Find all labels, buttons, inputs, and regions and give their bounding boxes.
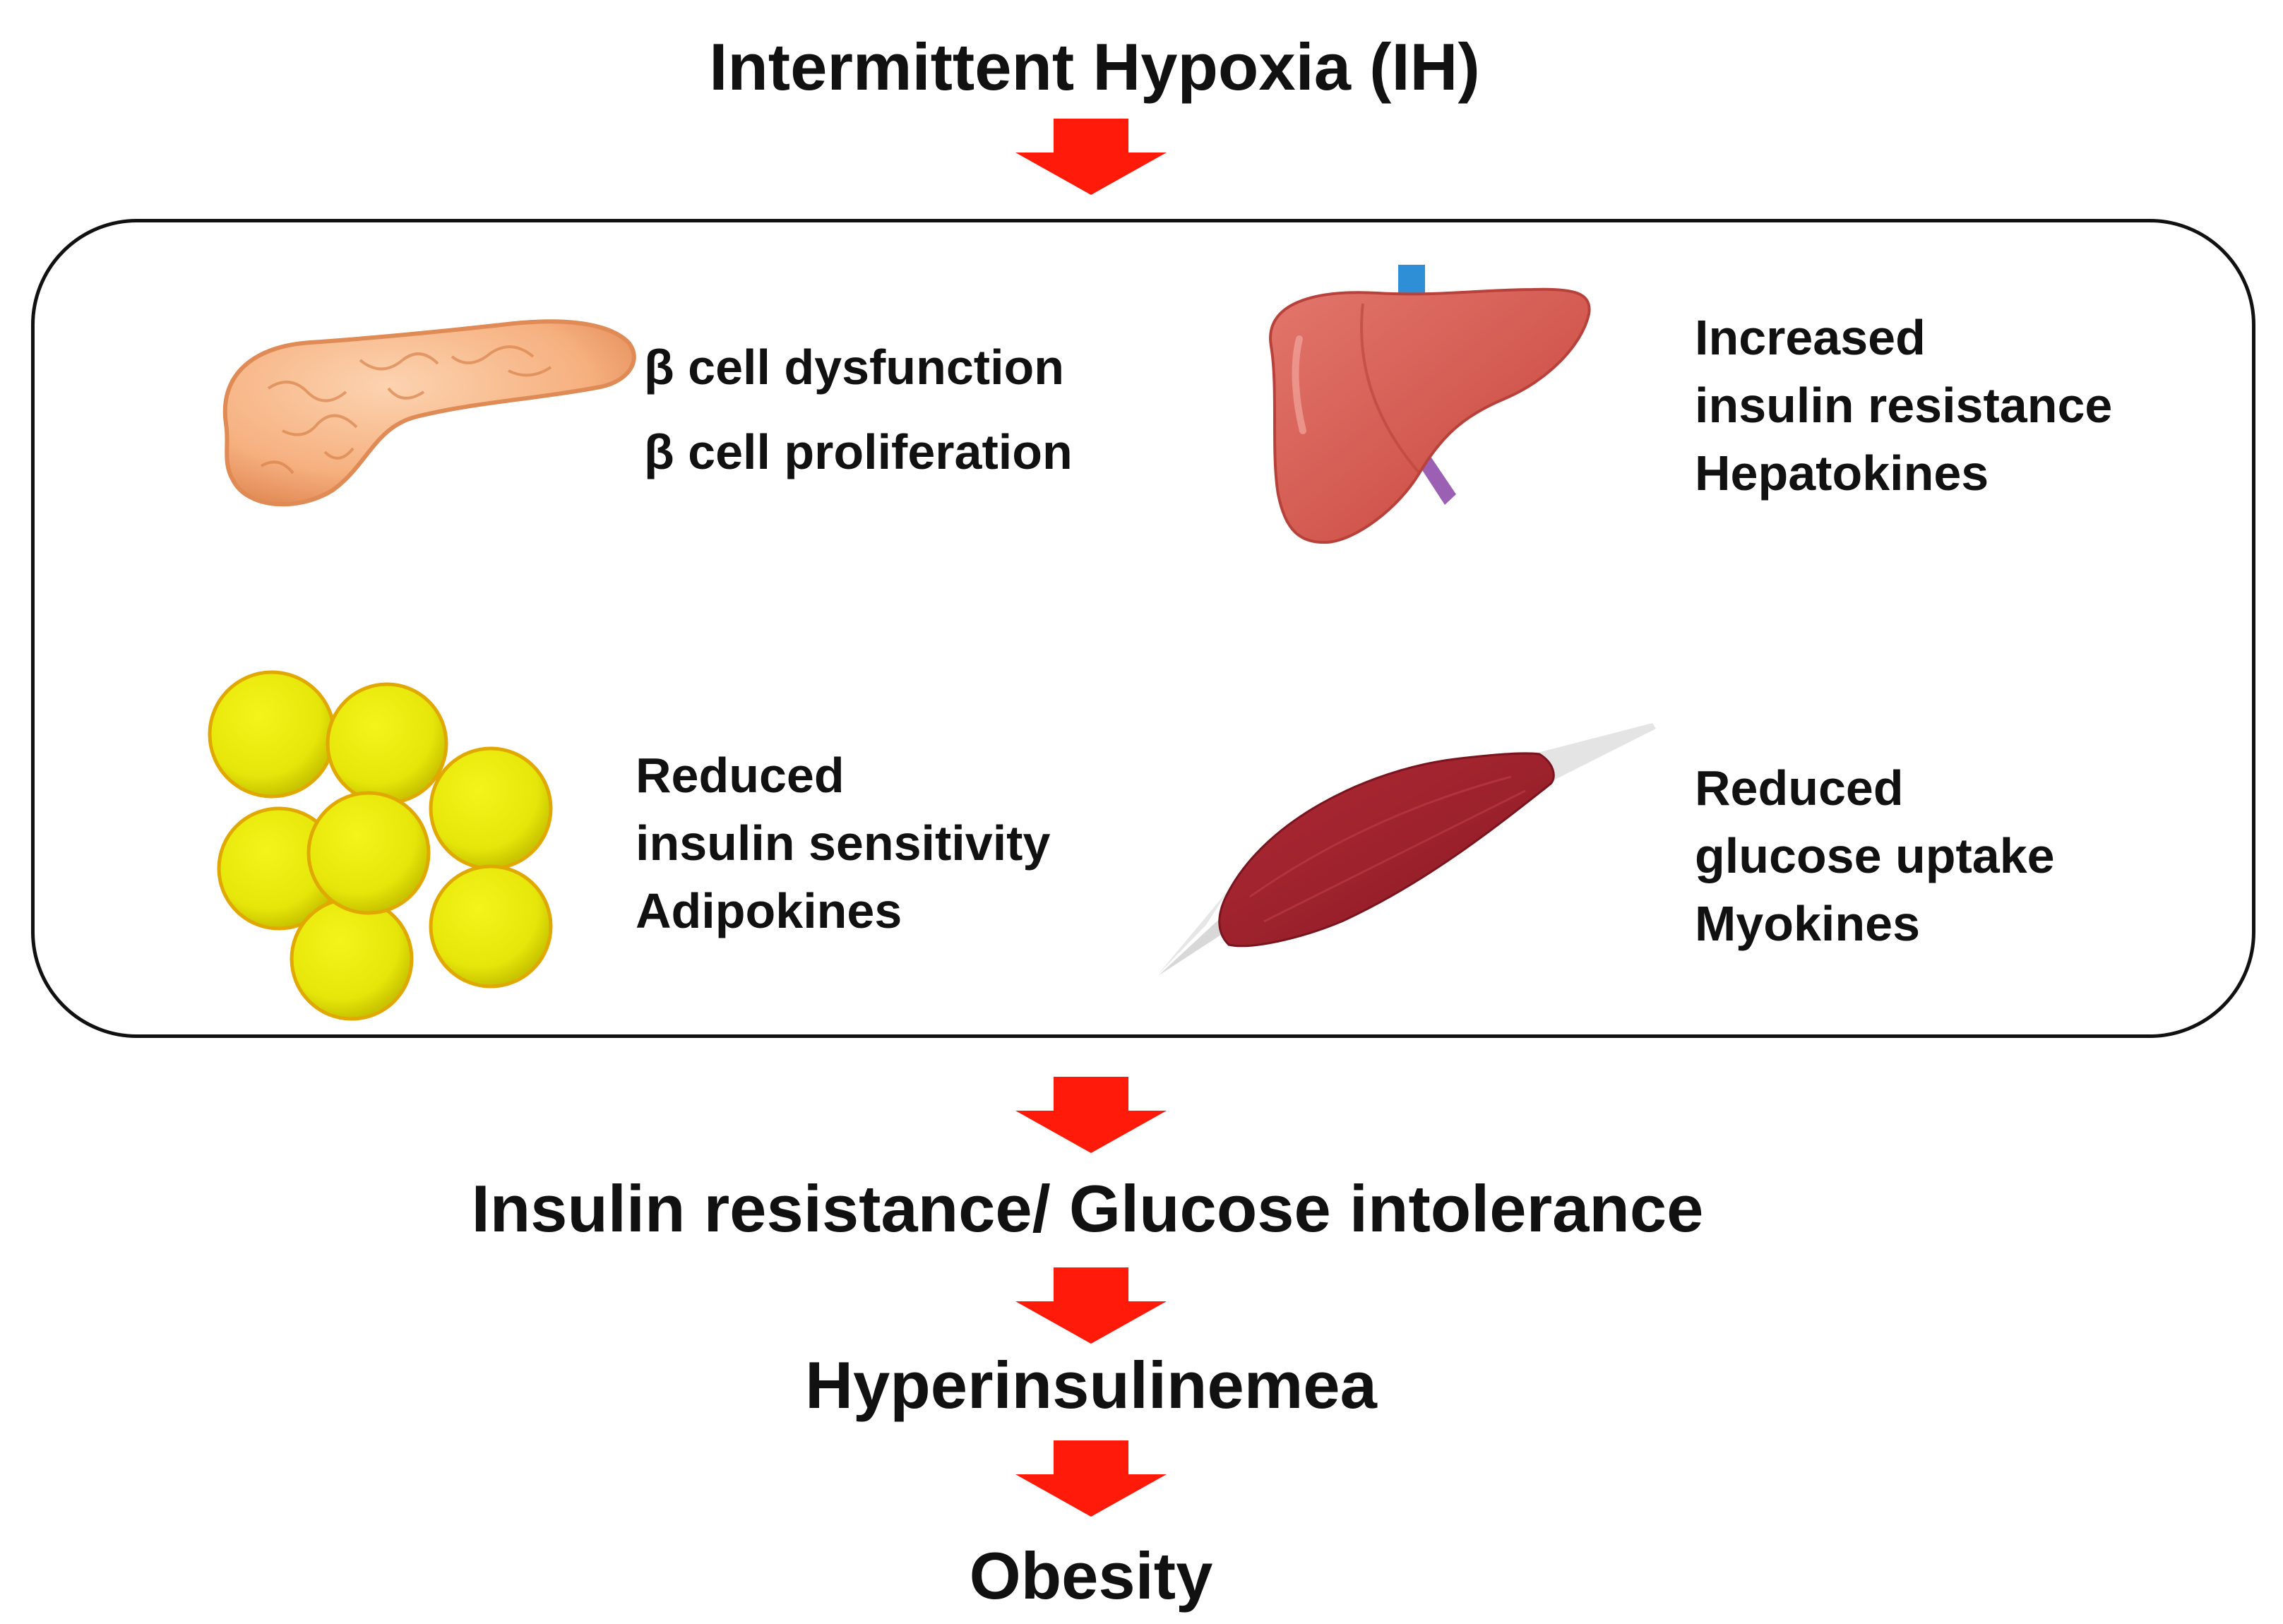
pancreas-icon — [222, 319, 636, 507]
muscle-icon — [1158, 723, 1656, 976]
liver-effect-line: Increased — [1695, 310, 1926, 365]
adipose-effect-line: Reduced — [636, 748, 845, 803]
organ-effects-panel — [31, 219, 2255, 1038]
muscle-effect-line: Myokines — [1695, 896, 1920, 951]
adipose-effect-line: Adipokines — [636, 883, 902, 938]
liver-icon — [1269, 265, 1591, 544]
pancreas-effect-line: β cell proliferation — [644, 424, 1073, 479]
muscle-effects: Reduced glucose uptake Myokines — [1695, 754, 2055, 957]
liver-effect-line: Hepatokines — [1695, 446, 1989, 501]
adipose-effect-line: insulin sensitivity — [636, 816, 1051, 871]
title: Intermittent Hypoxia (IH) — [709, 30, 1480, 104]
down-arrow-icon — [1015, 1267, 1167, 1344]
adipocytes-icon — [208, 670, 553, 1021]
outcome-obesity: Obesity — [969, 1539, 1213, 1613]
pancreas-effect-line: β cell dysfunction — [644, 340, 1065, 395]
muscle-effect-line: glucose uptake — [1695, 828, 2055, 883]
pancreas-effects: β cell dysfunction β cell proliferation — [644, 325, 1073, 494]
down-arrow-icon — [1015, 1440, 1167, 1517]
adipose-effects: Reduced insulin sensitivity Adipokines — [636, 741, 1050, 945]
muscle-effect-line: Reduced — [1695, 760, 1904, 816]
outcome-hyperinsulinemea: Hyperinsulinemea — [805, 1348, 1377, 1422]
liver-effects: Increased insulin resistance Hepatokines — [1695, 304, 2112, 507]
down-arrow-icon — [1015, 1077, 1167, 1153]
down-arrow-icon — [1015, 119, 1167, 195]
liver-effect-line: insulin resistance — [1695, 378, 2113, 433]
outcome-insulin-resistance: Insulin resistance/ Glucose intolerance — [471, 1171, 1704, 1246]
